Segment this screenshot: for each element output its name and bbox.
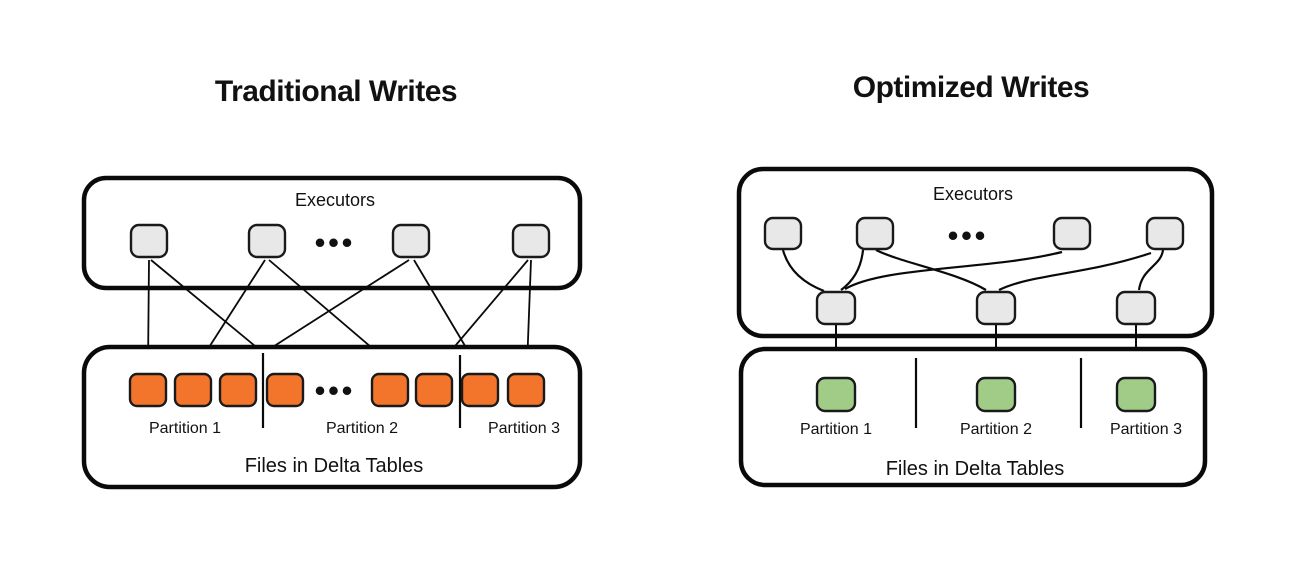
file-node (975, 376, 1017, 413)
executors-label: Executors (295, 190, 375, 210)
combiner-node (1115, 290, 1157, 326)
partition-label: Partition 1 (800, 421, 872, 438)
traditional-writes-title: Traditional Writes (215, 75, 457, 108)
file-node (1115, 376, 1157, 413)
partition-label: Partition 3 (488, 420, 560, 437)
ellipsis-dots: ••• (315, 375, 356, 408)
file-node (414, 372, 454, 408)
file-node (815, 376, 857, 413)
file-node (506, 372, 546, 408)
file-node (265, 372, 305, 408)
files-in-delta-tables-label: Files in Delta Tables (886, 458, 1065, 480)
executors-box (81, 175, 583, 291)
combiner-nodes (815, 290, 1157, 326)
executor-node (391, 223, 431, 259)
file-node (173, 372, 213, 408)
executor-node (511, 223, 551, 259)
combiner-node (975, 290, 1017, 326)
file-node (218, 372, 258, 408)
executor-node (1052, 216, 1092, 251)
file-nodes (815, 376, 1157, 413)
executor-node (247, 223, 287, 259)
partition-label: Partition 2 (326, 420, 398, 437)
file-node (460, 372, 500, 408)
partition-label: Partition 1 (149, 420, 221, 437)
executor-node (129, 223, 169, 259)
file-node (128, 372, 168, 408)
executor-node (763, 216, 803, 251)
partition-label: Partition 2 (960, 421, 1032, 438)
ellipsis-dots: ••• (948, 220, 989, 253)
file-nodes: ••• (128, 372, 546, 408)
executors-label: Executors (933, 184, 1013, 204)
shuffle-curves (781, 249, 1165, 293)
executors-box (736, 166, 1215, 339)
executor-node (1145, 216, 1185, 251)
files-in-delta-tables-label: Files in Delta Tables (245, 455, 424, 477)
file-node (370, 372, 410, 408)
optimized-writes-panel: Optimized Writes Executors ••• (736, 71, 1215, 488)
executor-nodes: ••• (763, 216, 1185, 253)
ellipsis-dots: ••• (315, 227, 356, 260)
files-box (738, 346, 1208, 488)
executor-nodes: ••• (129, 223, 551, 260)
executor-node (855, 216, 895, 251)
partition-label: Partition 3 (1110, 421, 1182, 438)
optimized-writes-title: Optimized Writes (853, 71, 1089, 104)
traditional-writes-panel: Traditional Writes Executors ••• (81, 75, 583, 490)
combiner-node (815, 290, 857, 326)
